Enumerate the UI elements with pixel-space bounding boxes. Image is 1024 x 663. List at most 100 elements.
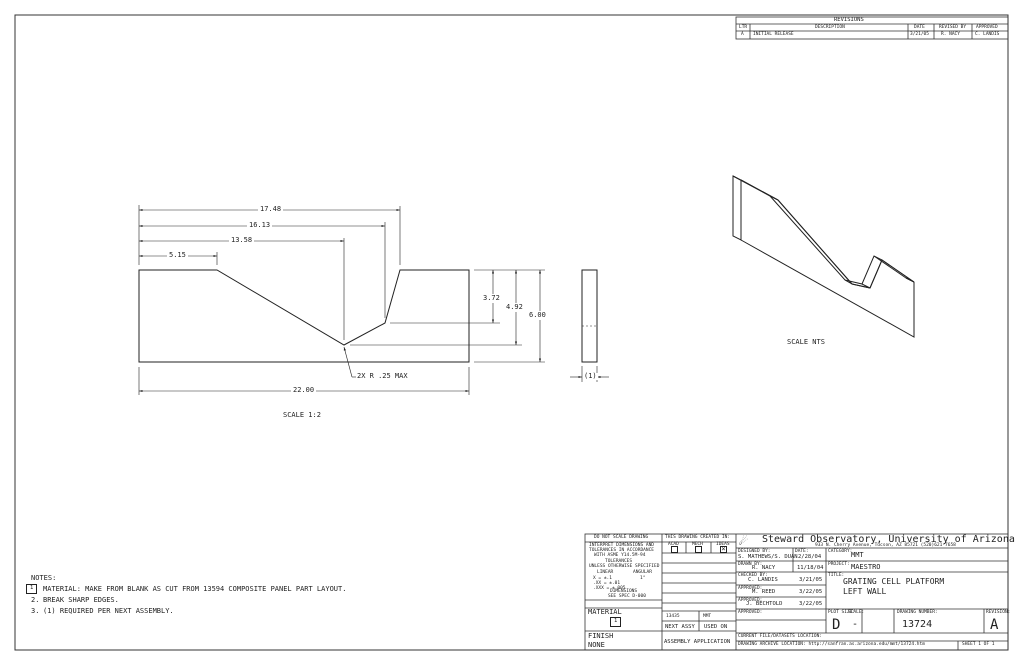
sheet-number: SHEET 1 OF 1 [962,642,995,647]
linear-label: LINEAR [597,570,614,575]
drawing-number: 13724 [902,619,933,630]
ideas-checkbox: × [720,545,727,553]
drawn-by: R. NACY [752,565,776,571]
note-2-text: BREAK SHARP EDGES. [43,596,119,604]
assembly-application: ASSEMBLY APPLICATION [664,639,731,645]
archive-location: DRAWING ARCHIVE LOCATION: http://sanfran… [738,642,925,647]
rev-row-revised-by: R. NACY [941,32,960,37]
tol-x: X = ±.1 [593,576,612,581]
note-1-text: MATERIAL: MAKE FROM BLANK AS CUT FROM 13… [43,585,347,593]
dim-22-00: 22.00 [291,386,317,394]
next-assy-number: 13435 [666,614,680,619]
isometric-view [732,175,915,338]
dim-16-13: 16.13 [247,221,273,229]
scale-label: SCALE: [848,610,865,615]
material-label: MATERIAL [588,608,622,616]
side-view [570,269,609,382]
title-block-lines [584,533,1009,651]
checked-by-label: CHECKED BY: [738,573,768,578]
acad-checkbox [671,546,678,553]
notes-title: NOTES: [31,574,57,582]
checked-by: C. LANDIS [748,577,778,583]
dim-4-92: 4.92 [505,303,524,312]
checked-date: 3/21/05 [799,577,823,583]
tol-xxx: .XXX = ±.005 [593,586,626,591]
plot-size-label: PLOT SIZE: [828,610,856,615]
tol-angular: 1° [640,576,646,581]
do-not-scale: DO NOT SCALE DRAWING [594,535,649,540]
rev-row-date: 3/21/05 [910,32,929,37]
drawing-title-2: LEFT WALL [843,587,887,596]
category: MMT [851,551,864,559]
rev-row-description: INITIAL RELEASE [753,32,794,37]
current-location: CURRENT FILE/DATASETS LOCATION: [738,634,822,639]
dimensions-label: DIMENSIONS [610,589,638,594]
designed-date-label: DATE: [795,549,809,554]
dim-17-48: 17.48 [258,205,284,213]
revisions-title: REVISIONS [834,17,864,23]
drawing-title-1: GRATING CELL PLATFORM [843,577,945,586]
designed-by: S. MATHEWS/S. DUAN [738,554,798,560]
org-name: Steward Observatory, University of Arizo… [762,534,1015,545]
ideas-label: IDEAS [716,542,730,547]
front-view-scale: SCALE 1:2 [283,411,321,419]
note-3-bullet: 3. [31,607,40,615]
approved-1-label: APPROVED: [738,586,763,591]
mech-checkbox [695,546,702,553]
unless-specified: UNLESS OTHERWISE SPECIFIED [589,564,660,569]
acad-label: ACAD [668,542,679,547]
approved-1-date: 3/22/05 [799,589,823,595]
title-label: TITLE: [828,573,845,578]
plot-size: D [832,617,841,633]
iso-view-scale: SCALE NTS [787,338,825,346]
rev-header-description: DESCRIPTION [815,25,845,30]
angular-label: ANGULAR [633,570,652,575]
rev-header-ltr: LTR [739,25,748,30]
approved-1: M. REED [752,589,776,595]
dim-6-00: 6.00 [528,311,547,320]
with-asme: WITH ASME Y14.5M-94 [594,553,646,558]
designed-by-label: DESIGNED BY: [738,549,771,554]
drawn-by-label: DRAWN BY: [738,562,763,567]
dim-5-15: 5.15 [167,251,188,259]
sheet-border [14,14,1009,651]
rev-header-revised-by: REVISED BY [939,25,967,30]
scale-value: - [852,619,859,630]
see-spec: SEE SPEC D-000 [608,594,646,599]
mech-label: MECH [692,542,703,547]
used-on-label: USED ON [704,624,728,630]
rev-header-approved: APPROVED [976,25,998,30]
next-assy-label: NEXT ASSY [665,624,695,630]
rev-row-ltr: A [741,32,744,37]
rev-row-approved: C. LANDIS [975,32,1000,37]
project: MAESTRO [851,563,881,571]
next-assy-name: MMT [703,614,712,619]
approved-3-label: APPROVED: [738,610,763,615]
approved-2: J. BECHTOLD [746,601,783,607]
note-1-bullet-box [26,584,37,594]
note-1-bullet: 1 [30,585,34,591]
project-label: PROJECT: [828,562,850,567]
approved-2-date: 3/22/05 [799,601,823,607]
rev-header-date: DATE [914,25,925,30]
tolerances-in: TOLERANCES IN ACCORDANCE [589,548,655,553]
drawn-date: 11/18/04 [797,565,824,571]
drawing-number-label: DRAWING NUMBER: [897,610,938,615]
category-label: CATEGORY: [828,549,853,554]
approved-2-label: APPROVED: [738,598,763,603]
radius-note: 2X R .25 MAX [357,372,408,380]
designed-date: 2/28/04 [798,554,822,560]
dim-13-58: 13.58 [229,236,255,244]
material-value: 1 [614,618,618,624]
side-view-thickness: (1) [583,372,598,380]
finish-label: FINISH [588,632,614,640]
revision-label: REVISION: [986,610,1011,615]
material-bullet-box [610,617,621,627]
revision-table-lines [735,16,1009,40]
created-in: THIS DRAWING CREATED IN: [665,535,731,540]
revision-letter: A [990,617,999,633]
finish-value: NONE [588,641,605,649]
interpret-dims: INTERPRET DIMENSIONS AND [589,543,655,548]
org-address: 933 N. Cherry Avenue, Tucson, AZ 85721 (… [815,543,956,548]
note-3-text: (1) REQUIRED PER NEXT ASSEMBLY. [43,607,174,615]
